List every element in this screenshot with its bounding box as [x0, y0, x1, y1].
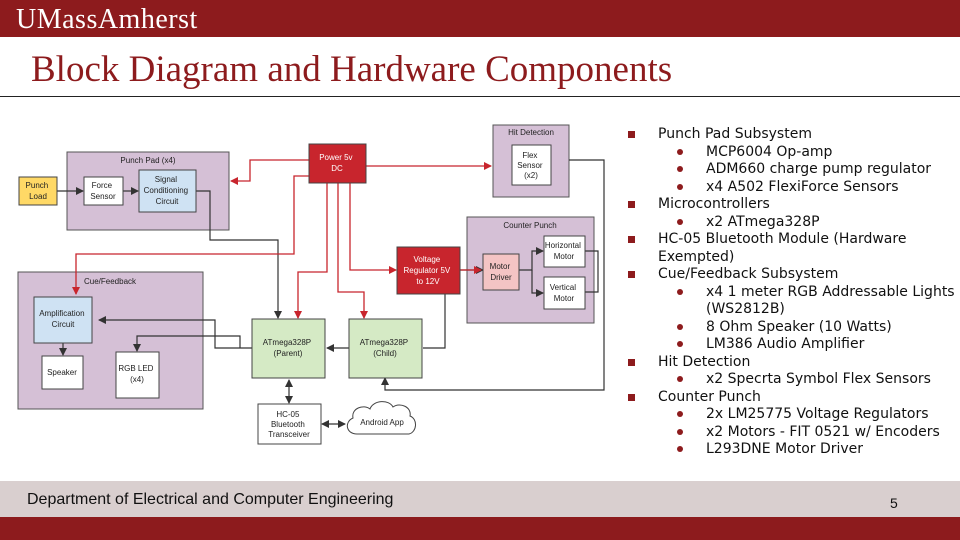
block-diagram: Punch Pad (x4) Cue/Feedback Hit Detectio… — [17, 124, 605, 445]
power-to-child — [337, 183, 368, 319]
footer-band — [0, 481, 960, 517]
amplification-block — [33, 296, 93, 344]
component-group: Counter Punch — [626, 389, 956, 407]
force-sensor-block — [83, 176, 124, 206]
force-sensor-label: Force Sensor — [90, 181, 116, 201]
bluetooth-label: HC-05 Bluetooth Transceiver — [268, 410, 310, 439]
component-item: x2 Motors - FIT 0521 w/ Encoders — [626, 424, 956, 442]
page-number: 5 — [890, 495, 898, 511]
link-hit-to-child — [381, 159, 605, 391]
component-item: MCP6004 Op-amp — [626, 144, 956, 162]
bluetooth-block — [257, 403, 322, 445]
flex-sensor-label: Flex Sensor (x2) — [517, 151, 545, 180]
vertical-motor-block — [543, 276, 586, 310]
signal-conditioning-block — [138, 169, 197, 213]
android-app-label: Android App — [360, 418, 404, 427]
hit-detection-group-label: Hit Detection — [508, 128, 554, 137]
counter-punch-group-label: Counter Punch — [503, 221, 556, 230]
footer-department: Department of Electrical and Computer En… — [27, 491, 394, 508]
component-item: 2x LM25775 Voltage Regulators — [626, 406, 956, 424]
link-signal-to-parent — [196, 190, 282, 319]
android-app-cloud — [346, 401, 416, 435]
amplification-label: Amplification Circuit — [39, 309, 87, 329]
component-item: x4 A502 FlexiForce Sensors — [626, 179, 956, 197]
power-5v-label: Power 5v DC — [319, 153, 355, 173]
mcu-parent-block — [251, 318, 326, 379]
voltage-regulator-block — [396, 246, 461, 295]
motor-driver-block — [482, 253, 520, 291]
link-driver-to-vertical — [531, 270, 544, 297]
component-item: LM386 Audio Amplifier — [626, 336, 956, 354]
mcu-child-label: ATmega328P (Child) — [360, 338, 410, 358]
component-group: Hit Detection — [626, 354, 956, 372]
component-item: L293DNE Motor Driver — [626, 441, 956, 459]
component-group: Microcontrollers — [626, 196, 956, 214]
component-item: 8 Ohm Speaker (10 Watts) — [626, 319, 956, 337]
power-to-parent — [294, 183, 328, 319]
mcu-parent-label: ATmega328P (Parent) — [263, 338, 313, 358]
bottom-banner — [0, 517, 960, 540]
link-driver-to-horizontal — [519, 247, 544, 271]
component-item: ADM660 charge pump regulator — [626, 161, 956, 179]
punch-load-block — [18, 176, 58, 206]
power-to-vreg — [349, 183, 397, 274]
voltage-regulator-label: Voltage Regulator 5V to 12V — [404, 255, 453, 286]
motor-driver-label: Motor Driver — [490, 262, 513, 282]
component-item: x4 1 meter RGB Addressable Lights (WS281… — [626, 284, 956, 319]
power-5v-block — [308, 143, 367, 184]
horizontal-motor-block — [543, 235, 586, 268]
signal-conditioning-label: Signal Conditioning Circuit — [144, 175, 191, 206]
horizontal-motor-label: Horizontal Motor — [545, 241, 583, 261]
umass-logo: UMassAmherst — [16, 4, 198, 35]
title-divider — [0, 96, 960, 97]
power-to-amp — [72, 175, 309, 295]
component-group: HC-05 Bluetooth Module (Hardware Exempte… — [626, 231, 956, 266]
rgb-led-block — [115, 351, 160, 399]
flex-sensor-block — [511, 144, 552, 186]
link-parent-to-rgb — [133, 335, 241, 352]
link-horizontal-out — [585, 250, 599, 293]
punch-load-label: Punch Load — [26, 181, 51, 201]
cue-feedback-group-label: Cue/Feedback — [84, 277, 137, 286]
component-item: x2 ATmega328P — [626, 214, 956, 232]
rgb-led-label: RGB LED (x4) — [118, 364, 155, 384]
vertical-motor-label: Vertical Motor — [550, 283, 578, 303]
component-item: x2 Specrta Symbol Flex Sensors — [626, 371, 956, 389]
speaker-block — [41, 355, 84, 390]
speaker-label: Speaker — [47, 368, 77, 377]
link-parent-to-amp — [98, 316, 252, 349]
top-banner: UMassAmherst — [0, 0, 960, 37]
component-group: Punch Pad Subsystem — [626, 126, 956, 144]
component-group: Cue/Feedback Subsystem — [626, 266, 956, 284]
power-to-signal — [230, 159, 309, 185]
punch-pad-group-label: Punch Pad (x4) — [120, 156, 175, 165]
slide-title: Block Diagram and Hardware Components — [31, 49, 673, 90]
mcu-child-block — [348, 318, 423, 379]
